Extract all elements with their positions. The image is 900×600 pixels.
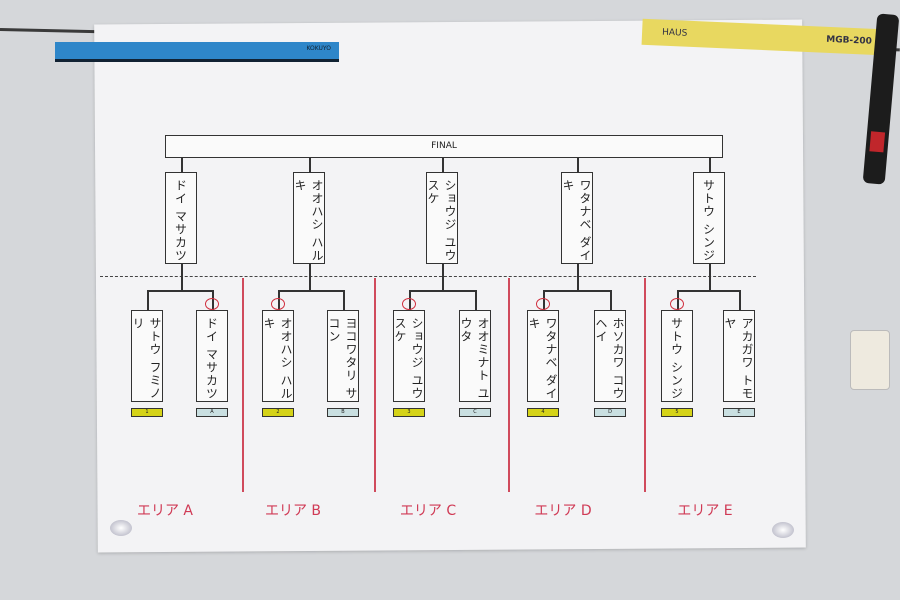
connector-line — [147, 290, 149, 310]
player-box: アカガワ トモヤ — [723, 310, 755, 402]
winner-box: オオハシ ハルキ — [293, 172, 325, 264]
player-box: オオハシ ハルキ — [262, 310, 294, 402]
player-box: ワタナベ ダイキ — [527, 310, 559, 402]
player-box: サトウ フミノリ — [131, 310, 163, 402]
seed-tag: 5 — [661, 408, 693, 417]
player-box: ホソカワ コウヘイ — [594, 310, 626, 402]
winner-circle-mark — [271, 298, 285, 310]
dashed-divider — [100, 276, 756, 277]
player-box: オオミナト ユウタ — [459, 310, 491, 402]
player-box: ヨコワタリ サコン — [327, 310, 359, 402]
connector-line — [442, 264, 444, 290]
connector-line — [577, 264, 579, 290]
winner-box: ショウジ ユウスケ — [426, 172, 458, 264]
connector-line — [709, 158, 711, 172]
connector-line — [278, 290, 343, 292]
player-box: ドイ マサカツ — [196, 310, 228, 402]
ruler-text: HAUS — [661, 27, 688, 39]
bracket-paper — [94, 19, 806, 553]
connector-line — [475, 290, 477, 310]
seed-tag: D — [594, 408, 626, 417]
connector-line — [577, 158, 579, 172]
area-divider — [374, 278, 376, 492]
connector-line — [709, 264, 711, 290]
final-box: FINAL — [165, 135, 723, 158]
seed-tag: E — [723, 408, 755, 417]
connector-line — [309, 158, 311, 172]
seed-tag: 2 — [262, 408, 294, 417]
winner-circle-mark — [670, 298, 684, 310]
seed-tag: A — [196, 408, 228, 417]
player-box: サトウ シンジ — [661, 310, 693, 402]
winner-box: ドイ マサカツ — [165, 172, 197, 264]
area-divider — [644, 278, 646, 492]
area-label: エリア C — [399, 503, 457, 519]
area-label: エリア A — [136, 503, 194, 519]
connector-line — [343, 290, 345, 310]
winner-box: サトウ シンジ — [693, 172, 725, 264]
seed-tag: C — [459, 408, 491, 417]
wall-hook — [850, 330, 890, 390]
area-divider — [508, 278, 510, 492]
magnet — [772, 522, 794, 538]
connector-line — [181, 158, 183, 172]
seed-tag: 4 — [527, 408, 559, 417]
connector-line — [442, 158, 444, 172]
winner-circle-mark — [205, 298, 219, 310]
winner-circle-mark — [402, 298, 416, 310]
seed-tag: B — [327, 408, 359, 417]
connector-line — [181, 264, 183, 290]
seed-tag: 1 — [131, 408, 163, 417]
connector-line — [409, 290, 475, 292]
connector-line — [610, 290, 612, 310]
area-label: エリア D — [534, 503, 592, 519]
area-label: エリア B — [264, 503, 322, 519]
area-label: エリア E — [677, 503, 733, 519]
player-box: ショウジ ユウスケ — [393, 310, 425, 402]
winner-circle-mark — [536, 298, 550, 310]
area-divider — [242, 278, 244, 492]
magnet — [110, 520, 132, 536]
connector-line — [147, 290, 212, 292]
winner-box: ワタナベ ダイキ — [561, 172, 593, 264]
seed-tag: 3 — [393, 408, 425, 417]
connector-line — [543, 290, 610, 292]
connector-line — [309, 264, 311, 290]
ruler-model: MGB-200 — [825, 34, 873, 47]
connector-line — [739, 290, 741, 310]
connector-line — [677, 290, 739, 292]
blue-ruler: KOKUYO — [55, 42, 339, 62]
